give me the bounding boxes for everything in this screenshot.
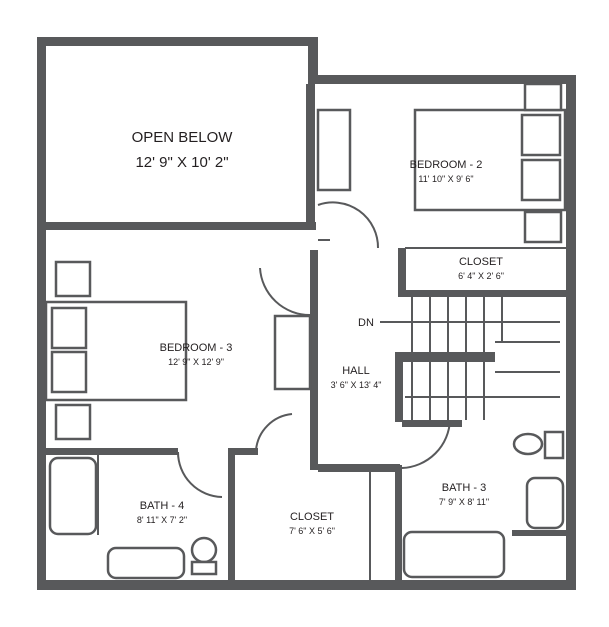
bedroom2-name: BEDROOM - 2 (410, 159, 483, 171)
bathtub-bath4 (48, 456, 98, 536)
dresser-bedroom2 (316, 108, 352, 192)
sink-bath3 (525, 476, 565, 530)
closet-upper-name: CLOSET (459, 256, 503, 268)
bath3-name: BATH - 3 (442, 482, 486, 494)
stairs-down-label: DN (358, 317, 374, 329)
bath4-name: BATH - 4 (140, 500, 184, 512)
open-below-size: 12' 9" X 10' 2" (135, 154, 228, 171)
toilet-bath3 (512, 432, 544, 456)
bath4-size: 8' 11" X 7' 2" (137, 515, 187, 525)
closet-lower-size: 7' 6" X 5' 6" (289, 526, 335, 536)
bedroom3-size: 12' 9" X 12' 9" (168, 357, 224, 367)
open-below-name: OPEN BELOW (132, 129, 234, 146)
closet-upper-size: 6' 4" X 2' 6" (458, 271, 504, 281)
furniture (44, 82, 567, 580)
toilet-bath4 (190, 536, 218, 564)
hall-name: HALL (342, 365, 370, 377)
labels: OPEN BELOW 12' 9" X 10' 2" BEDROOM - 2 1… (132, 129, 504, 536)
sink-bath4 (106, 546, 186, 580)
hall-size: 3' 6" X 13' 4" (331, 380, 382, 390)
stairs (380, 297, 560, 420)
dresser-bedroom3 (273, 314, 312, 391)
bath3-size: 7' 9" X 8' 11" (439, 497, 489, 507)
closet-lower-name: CLOSET (290, 511, 334, 523)
doors (177, 201, 566, 498)
windows (39, 79, 545, 545)
bedroom3-name: BEDROOM - 3 (160, 342, 233, 354)
bathtub-bath3 (402, 530, 506, 579)
stair-treads (411, 297, 503, 420)
bedroom2-size: 11' 10" X 9' 6" (418, 174, 473, 184)
